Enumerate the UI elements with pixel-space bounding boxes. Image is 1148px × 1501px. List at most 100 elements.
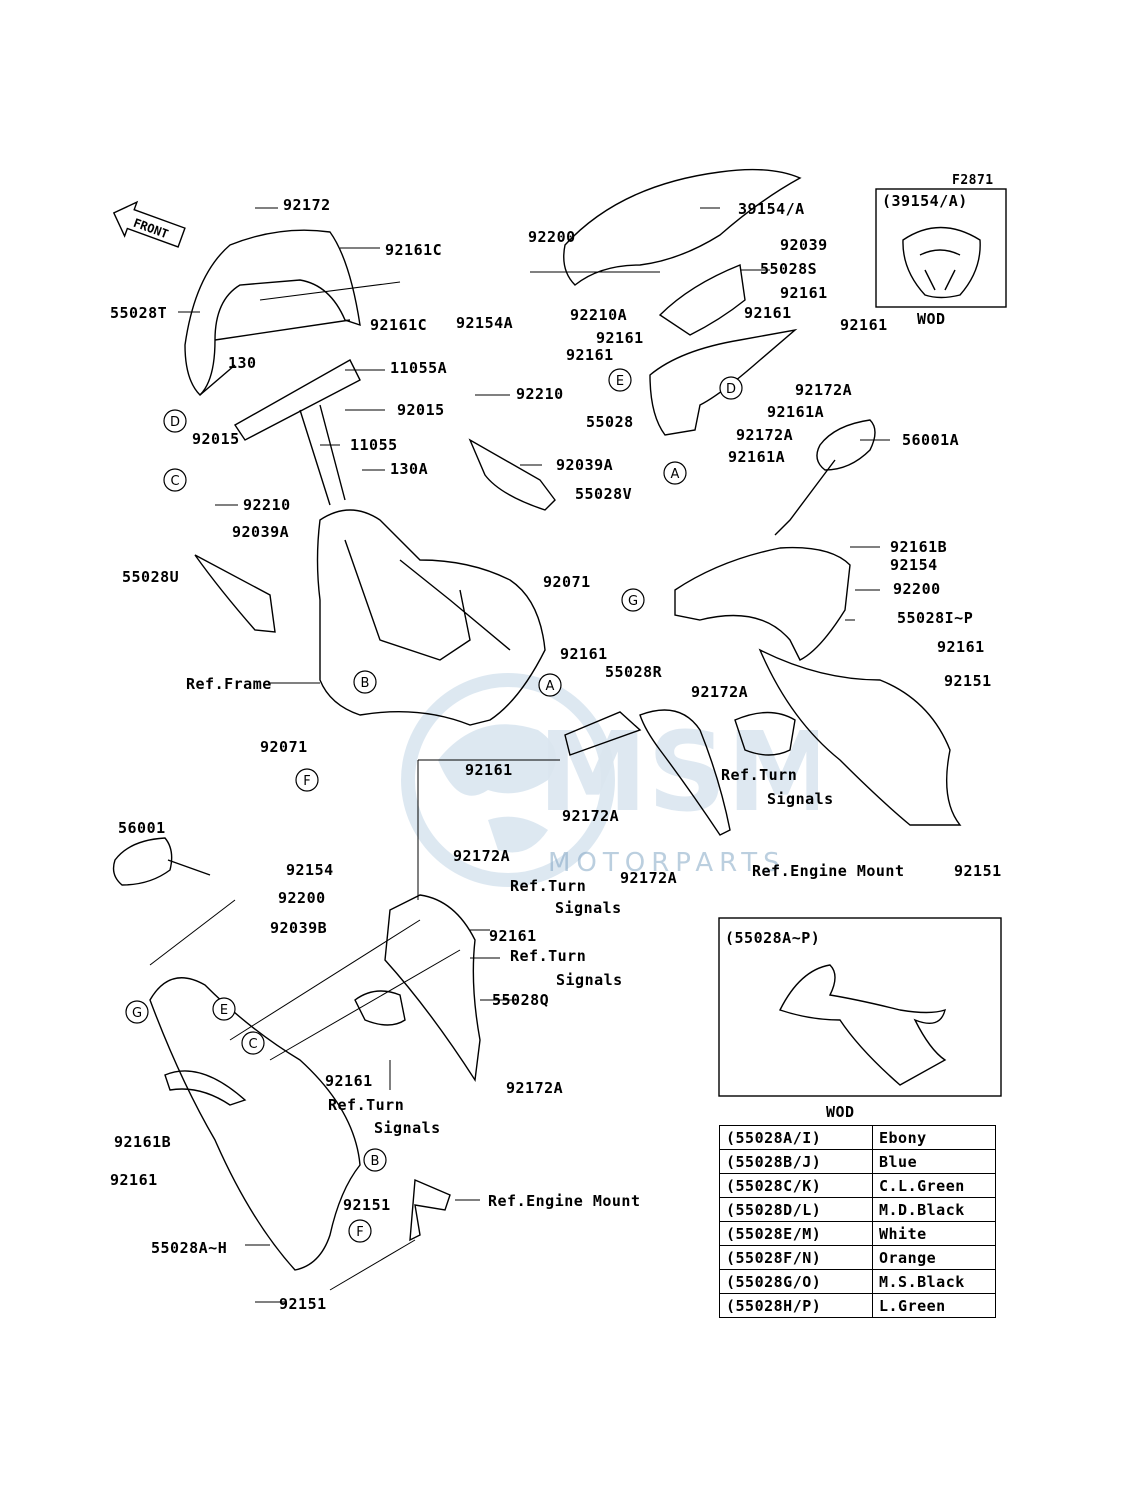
leader-lines [149, 207, 890, 1303]
part-label: 92154A [456, 314, 513, 332]
color-name: C.L.Green [872, 1173, 996, 1198]
part-label: 92161 [937, 638, 985, 656]
callout-f: F [295, 768, 319, 792]
part-label: 39154/A [738, 200, 805, 218]
diagram-code: F2871 [952, 173, 994, 188]
color-name: Ebony [872, 1125, 996, 1150]
color-table: (55028A/I)Ebony(55028B/J)Blue(55028C/K)C… [719, 1125, 996, 1318]
callout-letter: F [303, 774, 310, 789]
part-code: (55028G/O) [719, 1269, 873, 1294]
part-label: 92161 [465, 761, 513, 779]
part-label: 92161 [840, 316, 888, 334]
part-label: 92039A [232, 523, 289, 541]
part-label: Signals [555, 899, 622, 917]
cowl-inset-box [718, 917, 1002, 1097]
color-row: (55028H/P)L.Green [719, 1293, 996, 1318]
part-code: (55028B/J) [719, 1149, 873, 1174]
part-label: 92161 [110, 1171, 158, 1189]
callout-f: F [348, 1219, 372, 1243]
callout-letter: B [371, 1154, 380, 1169]
callout-a: A [538, 673, 562, 697]
color-row: (55028B/J)Blue [719, 1149, 996, 1174]
part-label: 11055A [390, 359, 447, 377]
part-label: 92172A [506, 1079, 563, 1097]
callout-letter: G [132, 1006, 142, 1021]
part-label: 92154 [286, 861, 334, 879]
color-name: Blue [872, 1149, 996, 1174]
part-label: 92210 [516, 385, 564, 403]
callout-letter: D [170, 415, 180, 430]
callout-letter: C [248, 1037, 257, 1052]
part-label: 56001A [902, 431, 959, 449]
part-label: Signals [374, 1119, 441, 1137]
windshield-inset-caption: WOD [917, 310, 946, 328]
part-label: 92172A [453, 847, 510, 865]
color-row: (55028C/K)C.L.Green [719, 1173, 996, 1198]
part-label: 92161A [728, 448, 785, 466]
part-label: Ref.Frame [186, 675, 272, 693]
part-label: 92161C [370, 316, 427, 334]
callout-e: E [212, 997, 236, 1021]
part-label: 92161 [744, 304, 792, 322]
windshield-inset-title: (39154/A) [882, 192, 968, 210]
callout-letter: F [356, 1225, 363, 1240]
callout-letter: G [628, 594, 638, 609]
part-label: 55028R [605, 663, 663, 681]
watermark-text: MOTORPARTS [548, 848, 786, 878]
callout-letter: B [361, 676, 370, 691]
part-label: 55028 [586, 413, 634, 431]
windshield-inset-drawing [902, 226, 981, 299]
part-label: 92151 [279, 1295, 327, 1313]
part-label: 92071 [260, 738, 308, 756]
color-row: (55028F/N)Orange [719, 1245, 996, 1270]
callout-e: E [608, 368, 632, 392]
part-label: 55028Q [492, 991, 549, 1009]
callout-letter: A [546, 679, 555, 694]
part-label: 92151 [944, 672, 992, 690]
part-label: 92161A [767, 403, 824, 421]
part-label: 92151 [954, 862, 1002, 880]
part-label: 55028U [122, 568, 179, 586]
part-label: 92039B [270, 919, 327, 937]
part-label: 92172 [283, 196, 331, 214]
part-label: Signals [556, 971, 623, 989]
part-code: (55028H/P) [719, 1293, 873, 1318]
cowl-inset-title: (55028A~P) [725, 929, 820, 947]
part-code: (55028F/N) [719, 1245, 873, 1270]
part-label: 92161B [114, 1133, 171, 1151]
part-label: Ref.Turn [328, 1096, 404, 1114]
cowl-inset-caption: WOD [826, 1103, 855, 1121]
part-code: (55028A/I) [719, 1125, 873, 1150]
part-label: 130 [228, 354, 257, 372]
part-label: Ref.Turn [510, 877, 586, 895]
part-label: 92161 [780, 284, 828, 302]
part-label: 55028A~H [151, 1239, 227, 1257]
part-label: 92172A [562, 807, 619, 825]
callout-g: G [125, 1000, 149, 1024]
part-label: 92161C [385, 241, 442, 259]
part-label: 92161 [325, 1072, 373, 1090]
part-label: 92015 [397, 401, 445, 419]
part-label: 92161 [560, 645, 608, 663]
part-label: 92210A [570, 306, 627, 324]
part-label: 130A [390, 460, 428, 478]
front-arrow: FRONT [112, 200, 186, 248]
color-row: (55028G/O)M.S.Black [719, 1269, 996, 1294]
color-name: Orange [872, 1245, 996, 1270]
part-label: 92154 [890, 556, 938, 574]
part-label: 92161 [489, 927, 537, 945]
callout-d: D [719, 376, 743, 400]
part-code: (55028D/L) [719, 1197, 873, 1222]
part-label: 11055 [350, 436, 398, 454]
part-label: 55028S [760, 260, 817, 278]
svg-text:MSM: MSM [538, 708, 818, 836]
part-label: 92071 [543, 573, 591, 591]
part-label: 92200 [278, 889, 326, 907]
part-label: 92200 [893, 580, 941, 598]
callout-letter: A [671, 467, 680, 482]
callout-letter: E [616, 374, 624, 389]
callout-b: B [363, 1148, 387, 1172]
callout-letter: E [220, 1003, 228, 1018]
